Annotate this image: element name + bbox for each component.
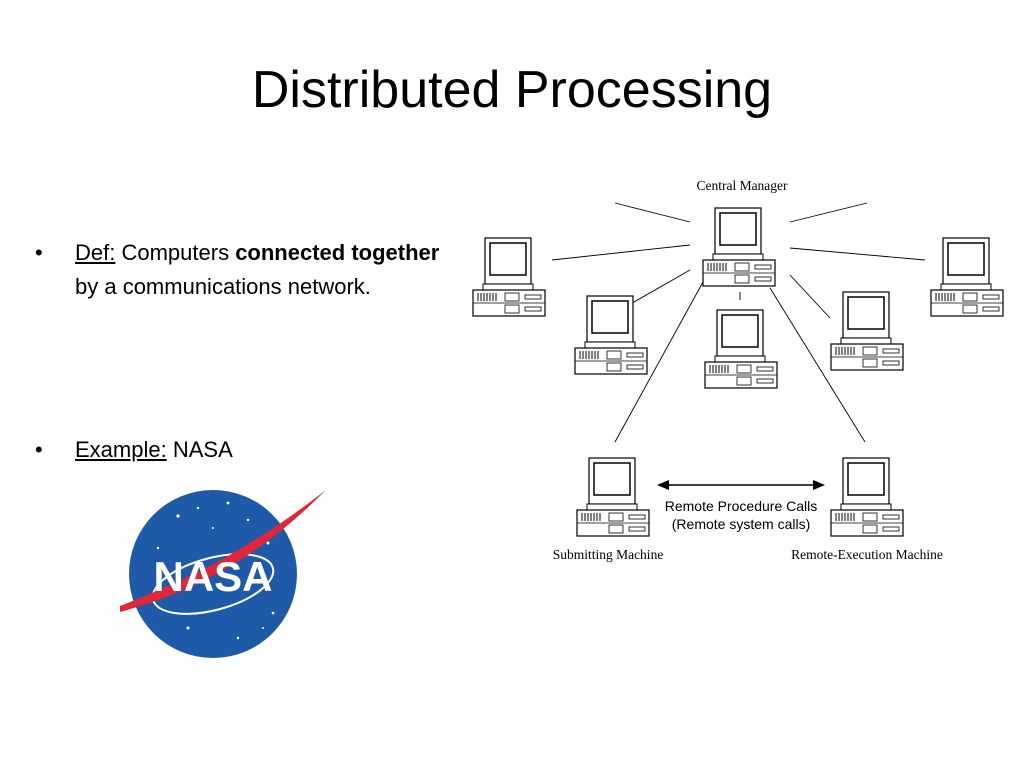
def-bold-text: connected together bbox=[235, 240, 440, 265]
bullet-marker: • bbox=[35, 240, 43, 265]
remote-execution-label: Remote-Execution Machine bbox=[791, 547, 943, 562]
central-manager-computer bbox=[702, 207, 776, 287]
example-text: NASA bbox=[166, 437, 233, 462]
network-diagram: Central Manager Remote Procedure Calls (… bbox=[472, 178, 1004, 562]
central-manager-label: Central Manager bbox=[696, 178, 788, 193]
nasa-swoosh bbox=[120, 490, 326, 612]
bullet-marker: • bbox=[35, 437, 43, 462]
network-links bbox=[551, 202, 926, 443]
def-text-after: by a communications network. bbox=[75, 274, 371, 299]
slide-title: Distributed Processing bbox=[251, 61, 773, 119]
submitting-machine-computer bbox=[576, 457, 650, 537]
network-computer-mid-left bbox=[574, 295, 648, 375]
network-computer-left bbox=[472, 237, 546, 317]
nasa-wordmark: NASA bbox=[153, 553, 272, 600]
network-computer-right bbox=[930, 237, 1004, 317]
example-term: Example: bbox=[75, 437, 167, 462]
bullet-definition-text: Def: Computers connected together by a c… bbox=[75, 236, 445, 304]
bullet-example-text: Example: NASA bbox=[75, 433, 445, 467]
rpc-arrow bbox=[657, 480, 825, 490]
network-computer-mid-right bbox=[830, 291, 904, 371]
network-computer-center bbox=[704, 309, 778, 389]
nasa-logo: NASA bbox=[120, 490, 326, 658]
submitting-machine-label: Submitting Machine bbox=[553, 547, 664, 562]
rpc-label: Remote Procedure Calls bbox=[665, 498, 818, 514]
remote-execution-computer bbox=[830, 457, 904, 537]
def-term: Def: bbox=[75, 240, 116, 265]
def-text-before: Computers bbox=[115, 240, 236, 265]
rpc-sublabel: (Remote system calls) bbox=[672, 516, 810, 532]
